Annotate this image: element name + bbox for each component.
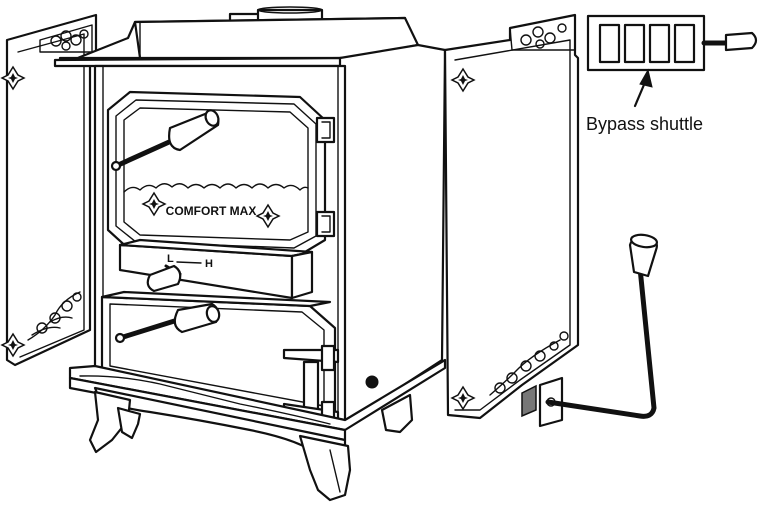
stove-base <box>68 358 447 502</box>
bypass-rod-assembly <box>521 233 659 428</box>
bypass-shuttle-label: Bypass shuttle <box>586 114 704 134</box>
firebox-door-handle-rod <box>113 135 181 169</box>
left-panel-bottom-ornament <box>27 291 82 341</box>
damper-high-label: H <box>205 258 213 270</box>
right-panel-bottom-ornament <box>489 331 569 396</box>
leg-back-right <box>380 393 414 434</box>
right-side-panel <box>443 13 580 420</box>
brand-nameplate: COMFORT MAX <box>166 204 257 218</box>
stove-body: COMFORT MAX L H <box>53 6 447 502</box>
ash-door-handle-rod <box>117 315 187 341</box>
air-damper: L H <box>118 238 314 300</box>
damper-knob <box>146 264 182 293</box>
leg-front-right <box>298 434 352 502</box>
firebox-door: COMFORT MAX <box>106 90 327 257</box>
bypass-shuttle-callout <box>586 14 758 108</box>
bypass-plate <box>521 384 537 418</box>
top-front-lip <box>53 56 352 68</box>
stove-right-face <box>338 43 447 422</box>
ash-knob <box>365 375 379 389</box>
left-side-panel <box>1 13 98 367</box>
callout-arrow-head <box>639 68 653 88</box>
damper-low-label: L <box>167 253 174 265</box>
leg-front-left <box>88 390 132 454</box>
inset-shuttle-handle <box>724 31 758 52</box>
right-panel-top-ornament <box>509 14 576 51</box>
firebox-door-hinges <box>315 116 336 238</box>
bypass-rod <box>545 265 657 419</box>
